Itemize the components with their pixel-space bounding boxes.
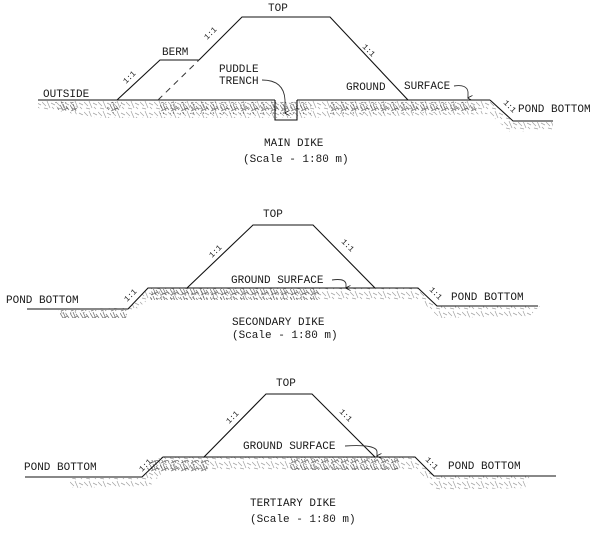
tertiary-pond-bottom-right-label: POND BOTTOM xyxy=(448,461,521,473)
secondary-top-label: TOP xyxy=(263,209,283,221)
secondary-soil-dark-hatching xyxy=(58,289,320,318)
main-dashed-core-line xyxy=(157,59,200,101)
secondary-dike-scale: (Scale - 1:80 m) xyxy=(232,330,338,342)
main-soil-dark-hatching xyxy=(55,102,480,114)
main-top-label: TOP xyxy=(268,3,288,15)
main-dike-panel: TOP BERM OUTSIDE PUDDLE TRENCH GROUND SU… xyxy=(38,3,591,166)
main-ground-surface-arrow xyxy=(453,85,468,98)
main-puddle-trench-arrow xyxy=(261,79,285,113)
secondary-slope-ratio-2: 1:1 xyxy=(208,243,225,260)
main-dike-title: MAIN DIKE xyxy=(264,138,324,150)
main-pond-bottom-label: POND BOTTOM xyxy=(518,104,591,116)
secondary-dike-title: SECONDARY DIKE xyxy=(232,317,325,329)
secondary-slope-ratio-3: 1:1 xyxy=(339,238,356,255)
tertiary-pond-bottom-left-label: POND BOTTOM xyxy=(24,462,97,474)
tertiary-ground-surface-arrow xyxy=(344,445,377,456)
tertiary-ground-line xyxy=(25,456,556,478)
tertiary-ground-surface-label: GROUND SURFACE xyxy=(243,441,336,453)
main-slope-ratio-2: 1:1 xyxy=(203,25,220,42)
main-puddle-label-1: PUDDLE xyxy=(219,64,259,76)
secondary-pond-bottom-left-label: POND BOTTOM xyxy=(6,295,79,307)
secondary-dike-panel: TOP GROUND SURFACE POND BOTTOM POND BOTT… xyxy=(6,209,540,342)
tertiary-dike-scale: (Scale - 1:80 m) xyxy=(250,514,356,526)
tertiary-top-label: TOP xyxy=(276,378,296,390)
main-ground-label: GROUND xyxy=(346,82,386,94)
main-surface-label: SURFACE xyxy=(404,81,451,93)
main-dike-scale: (Scale - 1:80 m) xyxy=(243,154,349,166)
main-dike-body xyxy=(198,16,409,101)
secondary-ground-surface-arrow xyxy=(331,279,346,289)
main-berm-label: BERM xyxy=(162,47,188,59)
secondary-ground-surface-label: GROUND SURFACE xyxy=(231,275,324,287)
tertiary-soil-dark-hatching xyxy=(146,459,400,472)
secondary-ground-line xyxy=(27,287,538,310)
tertiary-slope-ratio-2: 1:1 xyxy=(225,409,242,426)
secondary-pond-bottom-right-label: POND BOTTOM xyxy=(451,292,524,304)
main-pond-bottom-line xyxy=(489,99,553,122)
tertiary-dike-title: TERTIARY DIKE xyxy=(250,498,336,510)
main-puddle-trench xyxy=(274,100,298,121)
tertiary-dike-panel: TOP GROUND SURFACE POND BOTTOM POND BOTT… xyxy=(24,378,556,526)
main-slope-ratio-1: 1:1 xyxy=(122,69,139,86)
tertiary-dike-body xyxy=(203,393,376,458)
main-outside-label: OUTSIDE xyxy=(43,89,90,101)
secondary-dike-body xyxy=(186,224,376,289)
main-slope-ratio-3: 1:1 xyxy=(360,43,377,60)
main-puddle-label-2: TRENCH xyxy=(219,76,259,88)
main-outer-slope-berm xyxy=(116,59,199,101)
